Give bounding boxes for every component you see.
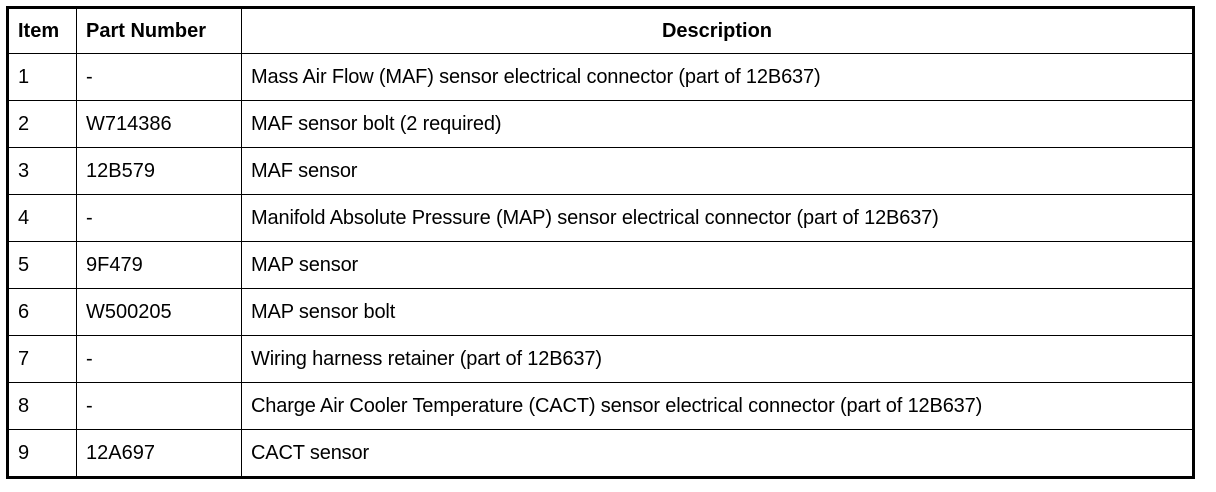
cell-description: Wiring harness retainer (part of 12B637) bbox=[241, 335, 1194, 383]
table-row: 5 9F479 MAP sensor bbox=[7, 241, 1194, 289]
cell-description: Mass Air Flow (MAF) sensor electrical co… bbox=[241, 53, 1194, 101]
cell-description: MAP sensor bbox=[241, 241, 1194, 289]
column-header-part-number: Part Number bbox=[76, 7, 242, 54]
cell-part-number: W500205 bbox=[76, 288, 242, 336]
cell-description: MAF sensor bbox=[241, 147, 1194, 195]
table-header: Item Part Number Description bbox=[7, 7, 1194, 54]
table-row: 2 W714386 MAF sensor bolt (2 required) bbox=[7, 100, 1194, 148]
cell-item: 3 bbox=[7, 147, 77, 195]
cell-part-number: 12B579 bbox=[76, 147, 242, 195]
column-header-item: Item bbox=[7, 7, 77, 54]
cell-description: Charge Air Cooler Temperature (CACT) sen… bbox=[241, 382, 1194, 430]
table-row: 3 12B579 MAF sensor bbox=[7, 147, 1194, 195]
cell-part-number: 9F479 bbox=[76, 241, 242, 289]
cell-part-number: - bbox=[76, 194, 242, 242]
cell-description: MAP sensor bolt bbox=[241, 288, 1194, 336]
table-row: 4 - Manifold Absolute Pressure (MAP) sen… bbox=[7, 194, 1194, 242]
parts-legend-table: Item Part Number Description 1 - Mass Ai… bbox=[6, 6, 1195, 479]
cell-item: 2 bbox=[7, 100, 77, 148]
cell-item: 4 bbox=[7, 194, 77, 242]
cell-description: CACT sensor bbox=[241, 429, 1194, 478]
cell-item: 7 bbox=[7, 335, 77, 383]
cell-description: MAF sensor bolt (2 required) bbox=[241, 100, 1194, 148]
table-row: 9 12A697 CACT sensor bbox=[7, 429, 1194, 478]
column-header-description: Description bbox=[241, 7, 1194, 54]
cell-part-number: - bbox=[76, 335, 242, 383]
cell-item: 5 bbox=[7, 241, 77, 289]
cell-item: 6 bbox=[7, 288, 77, 336]
cell-item: 1 bbox=[7, 53, 77, 101]
table-row: 1 - Mass Air Flow (MAF) sensor electrica… bbox=[7, 53, 1194, 101]
cell-item: 8 bbox=[7, 382, 77, 430]
cell-part-number: 12A697 bbox=[76, 429, 242, 478]
cell-part-number: W714386 bbox=[76, 100, 242, 148]
cell-part-number: - bbox=[76, 382, 242, 430]
table-header-row: Item Part Number Description bbox=[7, 7, 1194, 54]
cell-description: Manifold Absolute Pressure (MAP) sensor … bbox=[241, 194, 1194, 242]
table-row: 8 - Charge Air Cooler Temperature (CACT)… bbox=[7, 382, 1194, 430]
table-row: 6 W500205 MAP sensor bolt bbox=[7, 288, 1194, 336]
table-row: 7 - Wiring harness retainer (part of 12B… bbox=[7, 335, 1194, 383]
cell-item: 9 bbox=[7, 429, 77, 478]
table-body: 1 - Mass Air Flow (MAF) sensor electrica… bbox=[7, 53, 1194, 478]
cell-part-number: - bbox=[76, 53, 242, 101]
